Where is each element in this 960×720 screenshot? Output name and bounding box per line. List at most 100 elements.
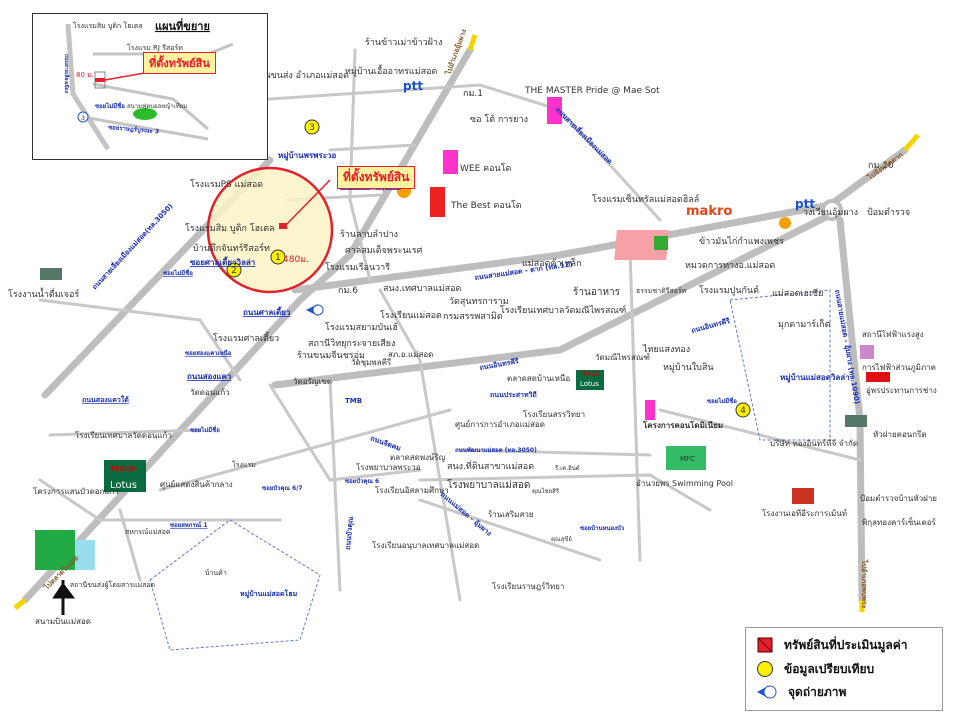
the-best-condo-icon [430,187,445,217]
green-building-icon [35,530,75,570]
label-restaurant: ร้านอาหาร [573,286,621,298]
label-wee-condo: WEE คอนโด [460,163,512,174]
village-home-boundary [149,519,321,651]
factory-house-icon [792,488,814,504]
label-soi-bua-khun6: ซอยบัวคุณ 6 [345,477,379,485]
red-square-icon [757,637,773,653]
blue-building-icon [75,540,95,570]
label-lotus-west: Lotus [110,480,137,491]
label-hospital-phrawai: โรงพยาบาลพระวอ [356,462,421,472]
road-short [328,143,417,152]
road-inthonkhiri [271,211,834,389]
inset-photo-point-icon[interactable] [77,111,89,123]
label-to-phop-phra: ไปอำเภอพบพระ [860,559,869,609]
road-to-factory [658,408,862,462]
inset-stadium-icon [133,108,157,120]
label-road-phatthana: ถนนพัฒนาแม่สอด (ทล.3050) [455,446,537,454]
label-soi-song-khwae: ซอยสองแควเหนือ [185,349,232,357]
label-project-don-kaeo: โครงการแสนบัวดอกแก้ว [33,486,119,496]
concrete-factory-icon [845,415,867,427]
label-village-villa: หมู่บ้านแม่สอดวิลล่า [780,372,850,383]
label-road-chitkhom: ถนนจิตคม [369,434,402,453]
label-road-song-khwae-tai: ถนนสองแควใต้ [82,395,129,404]
label-shop-ban-kha: บ้านค้า [205,569,227,577]
label-lotus-east: Lotus [580,380,599,388]
photo-point-icon[interactable] [306,304,324,316]
label-market-north: ตลาดสดบ้านเหนือ [507,374,570,383]
label-tmb: TMB [345,397,362,405]
label-radio-station: สถานีวิทยุกระจายเสียง [308,338,395,349]
road-highway12 [291,201,834,294]
camera-view-icon [757,685,777,699]
label-power-station: สถานีไฟฟ้าแรงสูง [862,330,924,340]
label-car-center: พิกุลทองคาร์เซ็นเตอร์ [862,517,937,527]
tesco-lotus-west-icon [104,460,146,492]
inset-label-hotel-boutique: โรงแรมสิม บูติก โฮเตล [73,21,143,30]
label-factory-et: โรงงานเอทีอีระการเม้นท์ [762,508,847,518]
label-village-ueaathon: หมู่บ้านเอื้ออาทรแม่สอด [345,64,438,77]
radius-label: 480ม. [283,255,309,265]
label-wat-don-kaeo: วัดดอนแก้ว [190,388,230,397]
inset-road-mid [92,82,209,131]
label-khanom-shop: ร้านขนมจีนชรอุ่ม [297,350,365,361]
label-school-ratchawitthaya: โรงเรียนราษฎร์วิทยา [492,581,564,591]
subject-property-marker[interactable] [279,223,287,229]
label-police-huai: ป้อมตำรวจบ้านหัวฝาย [860,494,937,503]
inset-label-road-vertical: ถนนสายเลี่ยงเมือง [63,54,71,94]
inset-label-hotel-rj: โรงแรม RJ รีสอร์ท [127,43,183,52]
label-soi-bua-khun67: ซอยบัวคุณ 6/7 [262,484,303,492]
label-the-master: THE MASTER Pride @ Mae Sot [524,86,660,96]
label-concrete: หัวฝายคอนกรีต [873,430,927,439]
label-mfc: MFC [680,455,695,463]
comparable-4[interactable]: 4 [735,402,751,418]
inset-title: แผนที่ขยาย [155,18,210,33]
comparable-2[interactable]: 2 [226,262,242,278]
label-soi-ban-nong: ซอยบ้านหนองบัว [580,524,625,532]
label-hotel-poonkan: โรงแรมปูนกันต์ [699,284,759,296]
label-rice-shop: ร้านข้าวเม่าข้าวฝ้าง [365,37,442,48]
poi-icons: ptt ptt makro [35,79,890,615]
inset-map-svg: 3 แผนที่ขยาย โรงแรมสิม บูติก โฮเตล โรงแร… [63,18,234,151]
svg-text:4: 4 [740,406,746,416]
label-school-islam: โรงเรียนอิสลามศึกษา [375,485,449,495]
inset-subject-marker[interactable] [95,78,105,82]
inset-enlarged-map: 3 แผนที่ขยาย โรงแรมสิม บูติก โฮเตล โรงแร… [32,13,268,160]
roundabout-umphang [821,199,843,221]
makro-logo: makro [686,204,732,219]
label-hotel-saltiao: โรงแรมศาลเตี้ยว [213,331,279,344]
road-maesot-umphang [418,498,602,562]
label-pool: อำนวยพร Swimming Pool [636,479,733,488]
label-soi-saltiao-villa: ซอยศาลเตี้ยววิลล่า [190,256,255,267]
label-school-wat-manee: โรงเรียนเทศบาลวัดมณีไพรสณฑ์ [500,304,626,316]
tesco-lotus-east-icon [576,370,604,390]
label-bus-station: สถานีขนส่งผู้โดยสารแม่สอด [70,580,155,589]
subject-radius-circle [206,166,334,294]
label-thongin: บริษัท ทองอินทร์ทีจี จำกัด [770,438,858,448]
label-village-home: หมู่บ้านแม่สอดโฮม [240,589,298,599]
road-north-bypass [253,83,662,222]
the-master-icon [547,97,562,124]
label-road-prasatwithi: ถนนประสาทวิถี [490,391,537,399]
label-road-song-khwae: ถนนสองแคว [187,372,232,381]
road-sw-2 [118,508,142,582]
label-hotel-small: โรงแรม [232,460,256,469]
label-km1: กม.1 [463,89,483,99]
callout-pointer [282,179,331,229]
inset-road-ratburana [82,115,209,141]
wee-condo-icon [443,150,458,174]
label-soi-unnamed-2: ซอยไม่มีชื่อ [707,396,737,405]
road-prasatwithi [458,448,652,457]
comparable-3[interactable]: 3 [304,119,320,135]
comparable-1[interactable]: 1 [270,249,286,265]
road-to-umphang [836,216,866,604]
svg-text:3: 3 [81,115,85,122]
label-the-best-condo: The Best คอนโด [450,200,522,211]
road-chitkhom [268,383,422,482]
road-vertical-3 [628,248,642,562]
label-lab-shop: ร้านลาบลำปาง [340,229,398,240]
robinson-logo-icon [654,236,668,250]
legend-label: ข้อมูลเปรียบเทียบ [784,661,875,676]
shell-east-icon [779,217,791,229]
label-thai-saengthong: ไทยแสงทอง [642,344,690,355]
label-garage: อู่พรประทานการช่าง [866,386,937,396]
